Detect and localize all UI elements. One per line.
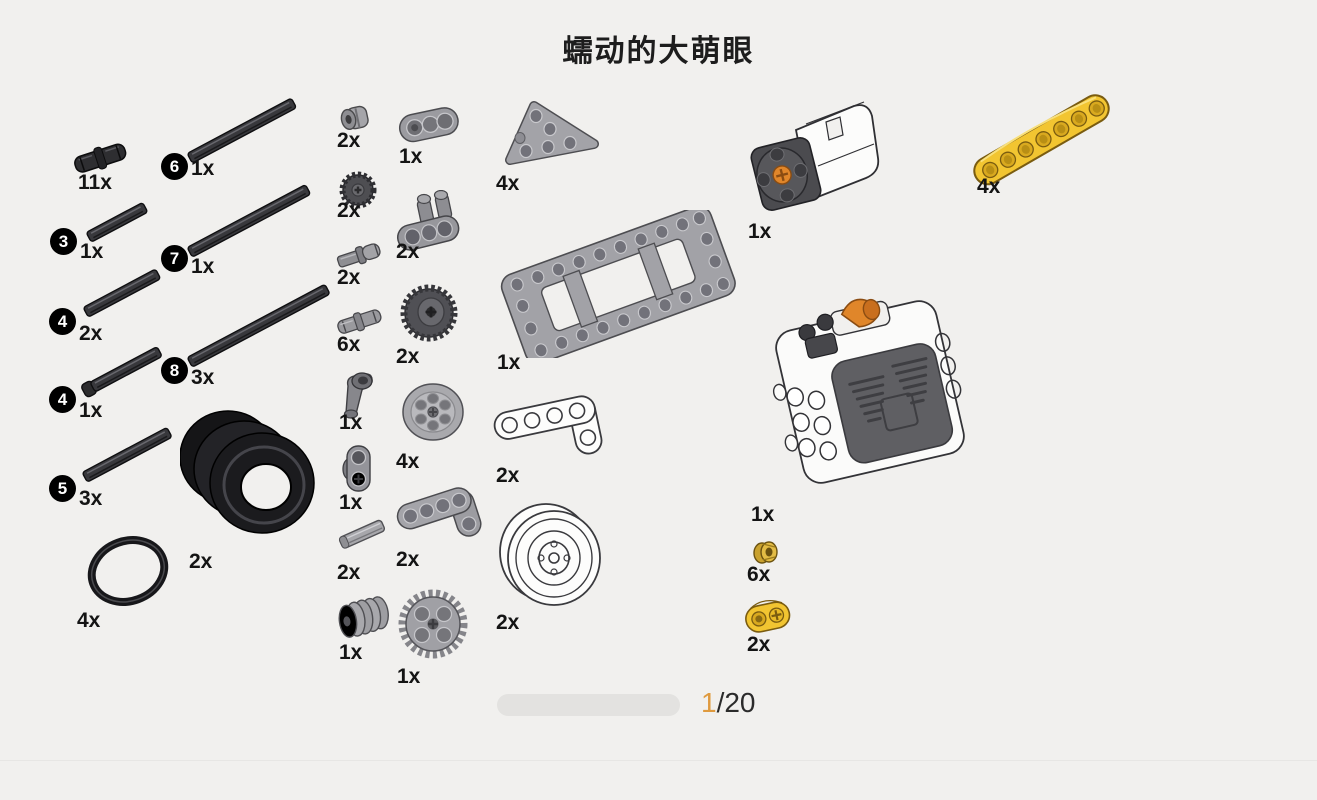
part-qty: 4x: [396, 450, 420, 473]
part-qty: 1x: [80, 240, 104, 263]
gear-20-icon: [398, 282, 460, 349]
axle-6-icon: [185, 96, 300, 170]
rubber-band-icon: [84, 532, 172, 615]
gear-12-icon: [338, 170, 378, 215]
part-qty: 1x: [191, 255, 215, 278]
part-qty: 2x: [396, 240, 420, 263]
beam-3-icon: [393, 94, 467, 161]
part-qty: 2x: [337, 266, 361, 289]
axle-length-badge: 5: [49, 475, 76, 502]
axle-pin-icon: [332, 233, 388, 281]
worm-gear-icon: [333, 592, 395, 648]
battery-box-icon: [760, 276, 980, 513]
part-qty: 1x: [399, 145, 423, 168]
page-title: 蠕动的大萌眼: [562, 35, 755, 68]
bent-beam-white-icon: [488, 382, 625, 491]
part-qty: 1x: [748, 220, 772, 243]
part-qty: 1x: [339, 641, 363, 664]
part-qty: 1x: [339, 411, 363, 434]
footer-divider: [0, 760, 1317, 761]
part-qty: 4x: [977, 175, 1001, 198]
axle-8-icon: [185, 282, 334, 374]
part-qty: 1x: [339, 491, 363, 514]
part-qty: 2x: [496, 464, 520, 487]
axle-length-badge: 4: [49, 308, 76, 335]
angled-connector-icon: [338, 370, 376, 425]
perpendicular-connector-icon: [395, 189, 465, 257]
part-qty: 6x: [337, 333, 361, 356]
axle-length-badge: 8: [161, 357, 188, 384]
part-qty: 2x: [396, 345, 420, 368]
part-qty: 2x: [496, 611, 520, 634]
part-qty: 1x: [191, 157, 215, 180]
black-pin-icon: [67, 132, 135, 189]
wedge-pulley-icon: [400, 382, 466, 449]
axle-7-icon: [185, 182, 314, 264]
tire-icon: [179, 405, 320, 550]
part-qty: 3x: [79, 487, 103, 510]
frame-icon: [493, 205, 743, 365]
page-separator: /: [716, 687, 725, 718]
part-qty: 2x: [747, 633, 771, 656]
total-pages: 20: [724, 687, 756, 718]
triangle-liftarm-icon: [500, 98, 604, 179]
page-indicator: 1/20: [701, 687, 756, 719]
gear-24-icon: [395, 588, 471, 667]
progress-bar[interactable]: [497, 694, 680, 716]
part-qty: 11x: [78, 171, 112, 194]
part-qty: 2x: [396, 548, 420, 571]
pulley-icon: [337, 99, 380, 143]
motor-icon: [748, 96, 884, 229]
part-qty: 2x: [189, 550, 213, 573]
part-qty: 2x: [337, 199, 361, 222]
part-qty: 1x: [751, 503, 775, 526]
axle-length-badge: 7: [161, 245, 188, 272]
axle-2-icon: [334, 513, 391, 560]
axle-4-icon: [81, 267, 165, 324]
part-qty: 1x: [397, 665, 421, 688]
cross-block-icon: [338, 444, 376, 499]
beam-7-yellow-icon: [965, 85, 1120, 198]
axle-5-icon: [80, 425, 176, 489]
part-qty: 6x: [747, 563, 771, 586]
part-qty: 4x: [77, 609, 101, 632]
axle-length-badge: 6: [161, 153, 188, 180]
axle-length-badge: 4: [49, 386, 76, 413]
half-bush-icon: [750, 538, 782, 573]
pin-icon: [332, 299, 388, 347]
part-qty: 2x: [79, 322, 103, 345]
part-qty: 3x: [191, 366, 215, 389]
part-qty: 1x: [497, 351, 521, 374]
liftarm-yellow-icon: [738, 589, 797, 647]
axle-3-icon: [84, 200, 152, 249]
part-qty: 1x: [79, 399, 103, 422]
part-qty: 2x: [337, 561, 361, 584]
part-qty: 2x: [337, 129, 361, 152]
current-page: 1: [701, 687, 717, 718]
part-qty: 4x: [496, 172, 520, 195]
wheel-hub-icon: [496, 500, 606, 617]
axle-4-stop-icon: [79, 343, 167, 405]
axle-length-badge: 3: [50, 228, 77, 255]
bent-beam-gray-icon: [391, 478, 495, 572]
